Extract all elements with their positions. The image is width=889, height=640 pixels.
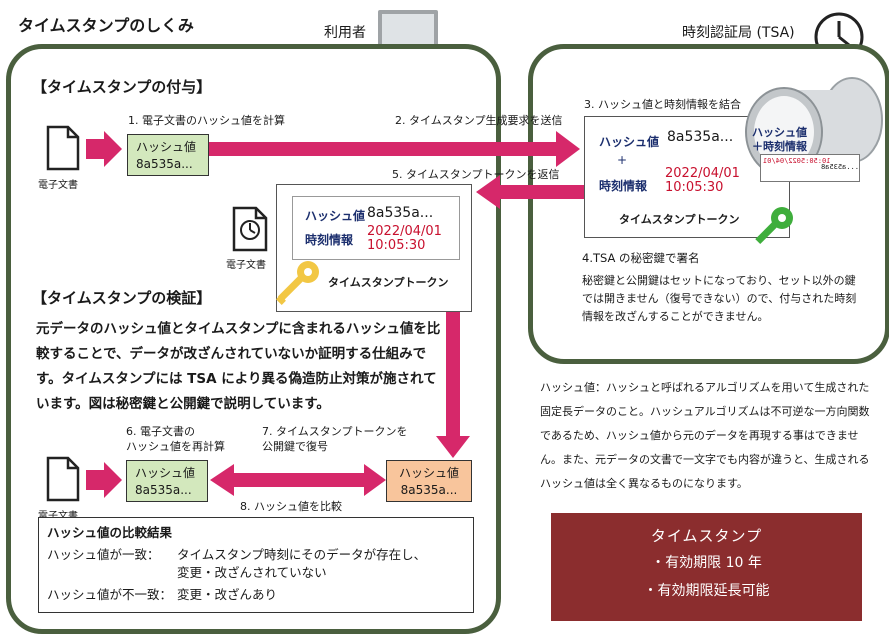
verify-title: 【タイムスタンプの検証】 [32,289,212,307]
arrow-compare [210,464,386,496]
arrow-doc-to-hash-verify [86,462,122,498]
verify-hash-value: 8a535a... [135,483,192,497]
step5-label: 5. タイムスタンプトークンを返信 [392,168,560,181]
document-icon [46,125,80,171]
grant-title: 【タイムスタンプの付与】 [32,78,212,96]
result-title: ハッシュ値の比較結果 [47,525,173,540]
decoded-hash-label: ハッシュ値 [398,466,459,480]
tsa-time-label: 時刻情報 [599,179,648,193]
tsa-hash-label: ハッシュ値 [599,135,660,149]
token-hash-value: 8a535a... [367,205,434,221]
result-mismatch-label: ハッシュ値が不一致： [47,587,173,602]
arrow-doc-to-hash [86,131,122,167]
hash-box-grant: ハッシュ値 8a535a... [127,134,209,176]
tsa-time-value: 2022/04/01 10:05:30 [665,166,740,195]
hash-box-label: ハッシュ値 [136,140,197,154]
hash-box-verify: ハッシュ値 8a535a... [126,460,208,502]
tsa-key-icon [755,207,793,245]
tsa-hash-value: 8a535a... [667,129,734,145]
decoded-hash-value: 8a535a... [400,483,458,497]
arrow-request [208,131,580,167]
step7-label: 7. タイムスタンプトークンを 公開鍵で復号 [262,425,408,453]
hash-note: ハッシュ値：ハッシュと呼ばれるアルゴリズムを用いて生成された固定長データのこと。… [540,381,870,490]
arrow-down [436,312,470,458]
clock-document-icon [232,206,268,252]
token-hash-label: ハッシュ値 [305,209,366,223]
hash-box-value: 8a535a... [136,157,193,171]
verify-description: 元データのハッシュ値とタイムスタンプに含まれるハッシュ値を比較することで、データ… [36,321,441,412]
page-title: タイムスタンプのしくみ [18,16,194,35]
stamp-small2: ...a535a8 [821,163,859,171]
token-name-user: タイムスタンプトークン [328,276,449,289]
tsa-label: 時刻認証局 (TSA) [682,25,795,41]
stamp-text1: ハッシュ値 [752,126,807,139]
step1-label: 1. 電子文書のハッシュ値を計算 [128,114,285,127]
user-label: 利用者 [324,25,366,41]
step8-label: 8. ハッシュ値を比較 [240,500,342,513]
tsa-plus: + [617,153,628,167]
step4-label: 4.TSA の秘密鍵で署名 [582,251,700,265]
token-hash-box: ハッシュ値 8a535a... 時刻情報 2022/04/01 10:05:30 [292,196,460,260]
stamp-small-card: 10:50:5022/04/01 ...a535a8 [760,154,860,182]
stamp-text2: ＋時刻情報 [752,140,807,153]
token-time-value: 2022/04/01 10:05:30 [367,224,442,253]
verify-doc-label: 電子文書 [38,507,78,522]
step3-label: 3. ハッシュ値と時刻情報を結合 [584,98,741,111]
result-box: ハッシュ値の比較結果 ハッシュ値が一致： タイムスタンプ時刻にそのデータが存在し… [38,517,474,613]
step4-desc: 秘密鍵と公開鍵はセットになっており、セット以外の鍵では開きません（復号できない）… [582,274,857,323]
returned-doc-label: 電子文書 [226,260,266,271]
result-match-text: タイムスタンプ時刻にそのデータが存在し、 変更・改ざんされていない [177,547,427,580]
result-match-label: ハッシュ値が一致： [47,547,160,562]
result-mismatch-text: 変更・改ざんあり [177,587,278,602]
tsa-token-name: タイムスタンプトークン [619,213,740,226]
summary-item2: ・有効期限延長可能 [643,583,770,599]
step2-label: 2. タイムスタンプ生成要求を送信 [395,114,563,127]
token-time-label: 時刻情報 [305,233,354,247]
summary-item1: ・有効期限 10 年 [651,555,762,571]
doc-label: 電子文書 [38,180,78,191]
document-icon-verify [46,456,80,502]
arrow-return [476,175,585,209]
step6-label: 6. 電子文書の ハッシュ値を再計算 [126,425,225,453]
verify-hash-label: ハッシュ値 [135,466,196,480]
summary-box: タイムスタンプ ・有効期限 10 年 ・有効期限延長可能 [551,513,862,621]
summary-title: タイムスタンプ [650,527,763,545]
decoded-hash-box: ハッシュ値 8a535a... [386,460,472,502]
key-icon [276,261,319,305]
